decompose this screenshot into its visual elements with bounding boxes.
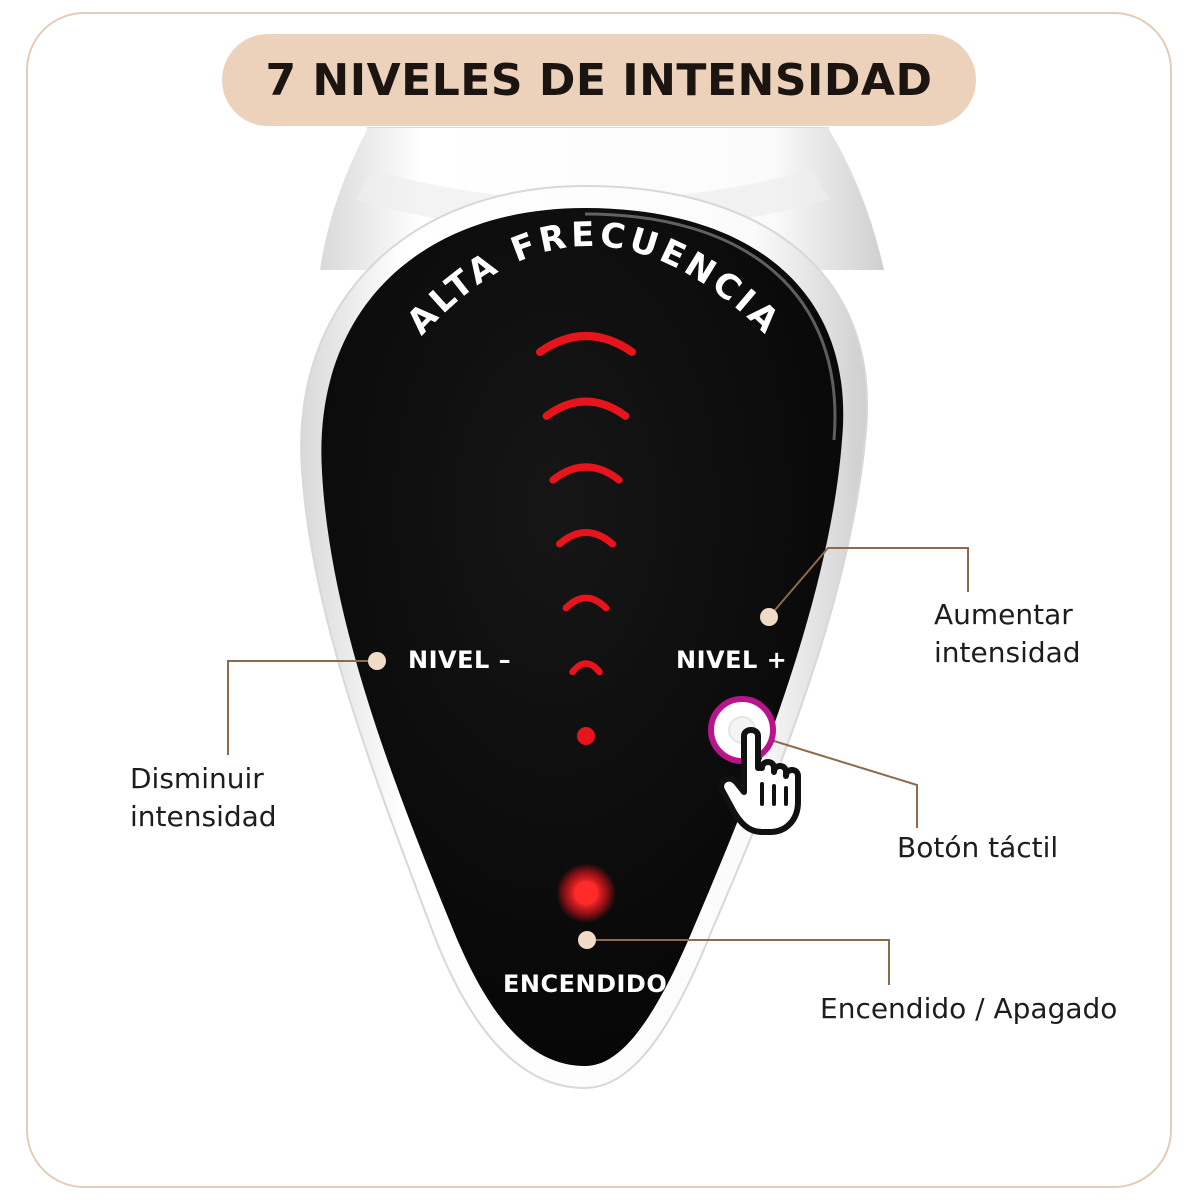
intensity-level-2 bbox=[569, 660, 603, 676]
callout-touch-button-text: Botón táctil bbox=[897, 831, 1059, 864]
leader-line-touch bbox=[747, 732, 918, 828]
power-label: ENCENDIDO bbox=[503, 970, 668, 998]
callout-increase-line-2: intensidad bbox=[934, 636, 1081, 669]
leader-line-increase bbox=[768, 547, 969, 618]
intensity-level-7 bbox=[536, 332, 636, 356]
callout-dot-decrease bbox=[368, 652, 386, 670]
hand-pointer-icon bbox=[718, 727, 801, 835]
leader-line-decrease bbox=[227, 660, 377, 755]
intensity-level-4 bbox=[555, 529, 617, 548]
power-led bbox=[574, 881, 598, 905]
callout-increase: Aumentar intensidad bbox=[934, 596, 1081, 672]
callout-decrease-line-1: Disminuir bbox=[130, 762, 264, 795]
title-banner: 7 NIVELES DE INTENSIDAD bbox=[222, 34, 976, 126]
page-title: 7 NIVELES DE INTENSIDAD bbox=[265, 54, 933, 106]
callout-touch-button: Botón táctil bbox=[897, 829, 1058, 867]
callout-dot-increase bbox=[760, 608, 778, 626]
intensity-indicators bbox=[536, 332, 636, 745]
intensity-level-1 bbox=[577, 727, 595, 745]
intensity-level-3 bbox=[562, 594, 610, 612]
intensity-level-5 bbox=[549, 463, 623, 484]
callout-power-toggle: Encendido / Apagado bbox=[820, 990, 1117, 1028]
panel-highlight bbox=[584, 212, 837, 441]
callout-dot-power bbox=[578, 931, 596, 949]
callout-decrease-line-2: intensidad bbox=[130, 800, 277, 833]
intensity-level-6 bbox=[542, 397, 630, 420]
level-minus-label: NIVEL – bbox=[408, 646, 512, 674]
leader-lines bbox=[227, 547, 969, 985]
leader-line-power bbox=[587, 939, 890, 985]
callout-power-toggle-text: Encendido / Apagado bbox=[820, 992, 1118, 1025]
control-panel bbox=[321, 208, 844, 1066]
level-plus-label: NIVEL + bbox=[676, 646, 788, 674]
callout-increase-line-1: Aumentar bbox=[934, 598, 1073, 631]
callout-decrease: Disminuir intensidad bbox=[130, 760, 277, 836]
